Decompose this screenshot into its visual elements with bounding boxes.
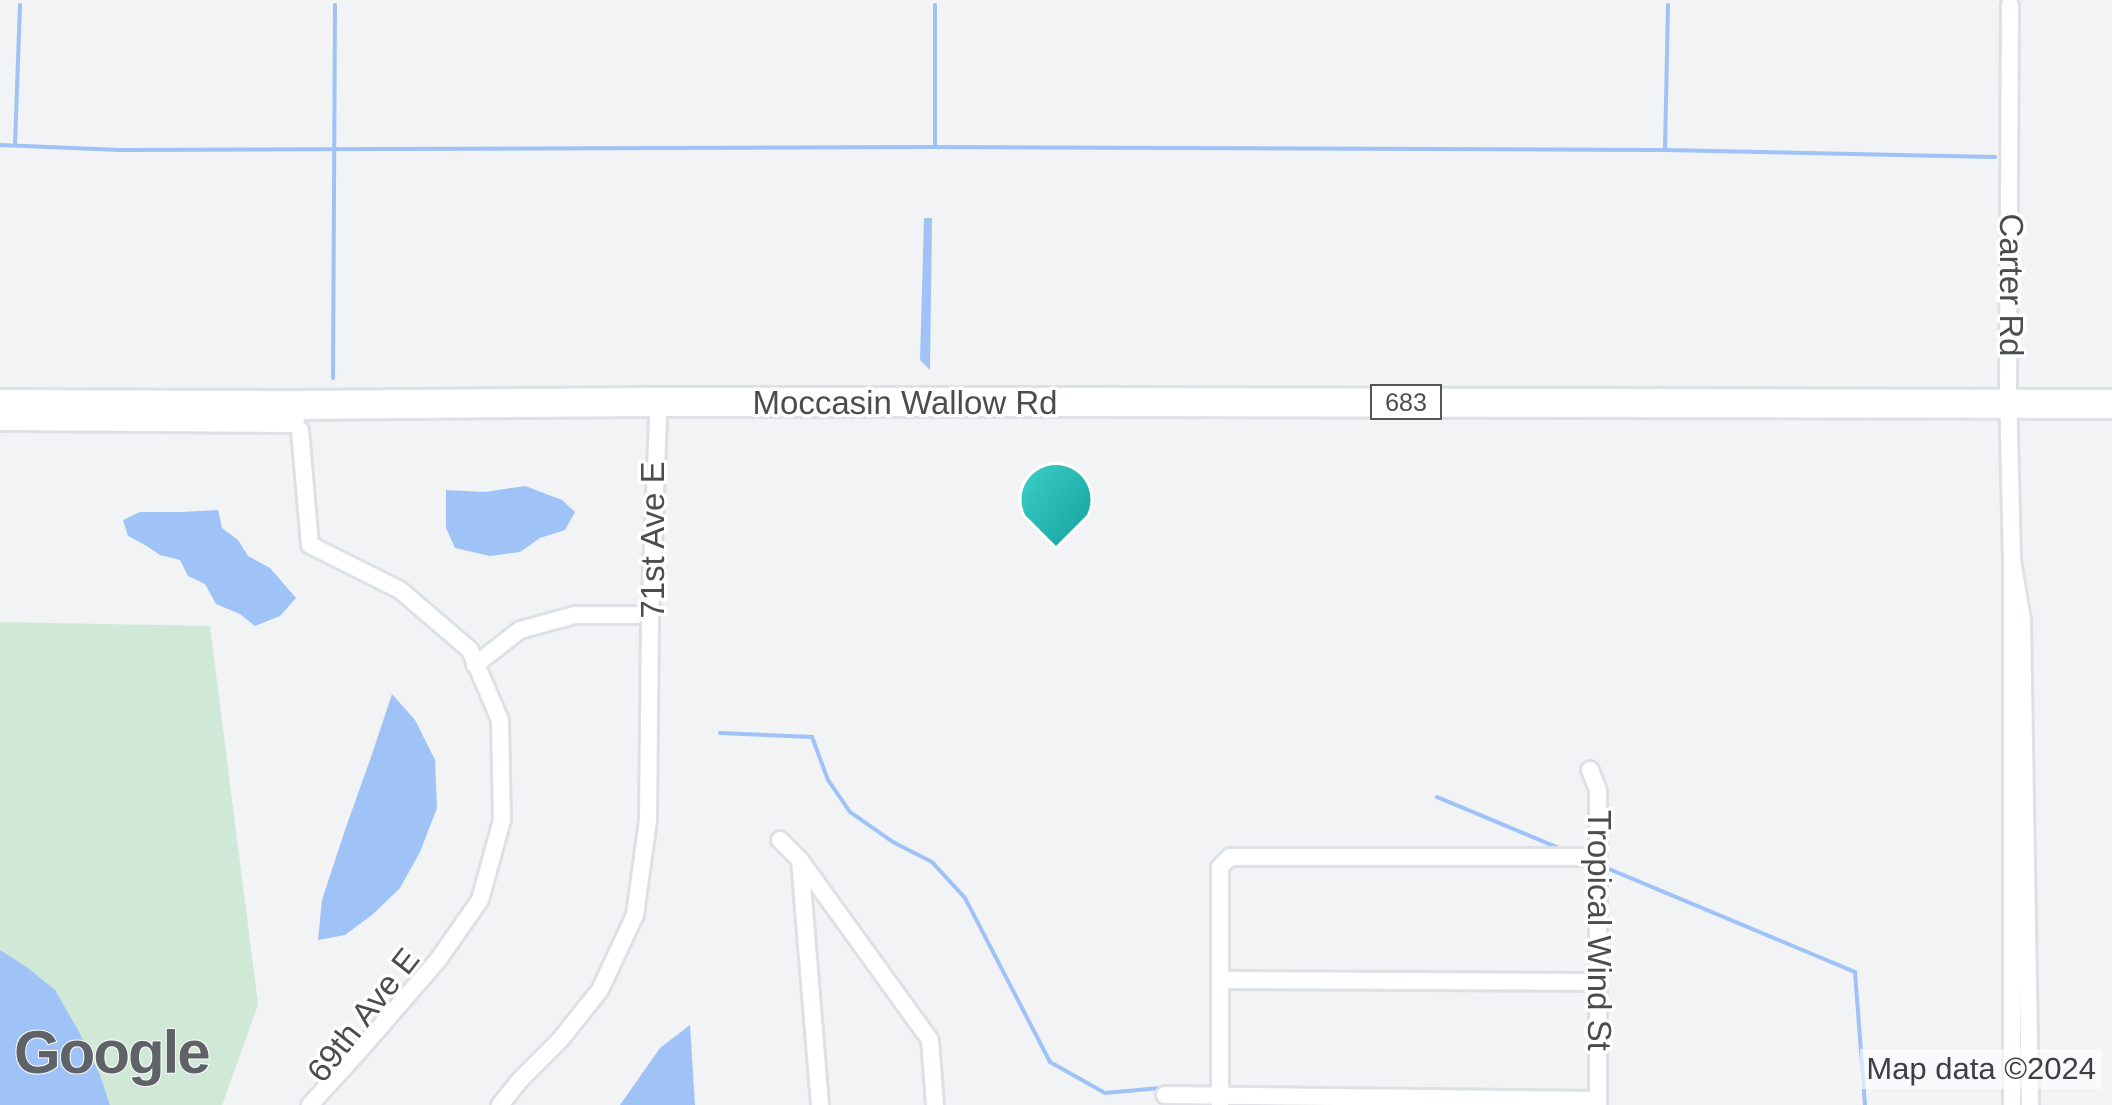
road-label-moccasin-wallow: Moccasin Wallow Rd bbox=[752, 384, 1057, 421]
route-shield-number: 683 bbox=[1385, 389, 1427, 417]
route-shield: 683 bbox=[1370, 384, 1442, 420]
road-label-71st-ave: 71st Ave E bbox=[634, 461, 671, 618]
park-area bbox=[0, 622, 258, 1105]
road-label-carter: Carter Rd bbox=[1993, 213, 2030, 356]
location-marker[interactable] bbox=[1018, 462, 1094, 551]
road-label-tropical-wind: Tropical Wind St bbox=[1581, 810, 1618, 1051]
ponds bbox=[0, 218, 932, 1105]
map-attribution[interactable]: Map data ©2024 bbox=[1860, 1049, 2102, 1089]
google-logo: Google bbox=[13, 1018, 212, 1087]
canals bbox=[0, 3, 1997, 1105]
